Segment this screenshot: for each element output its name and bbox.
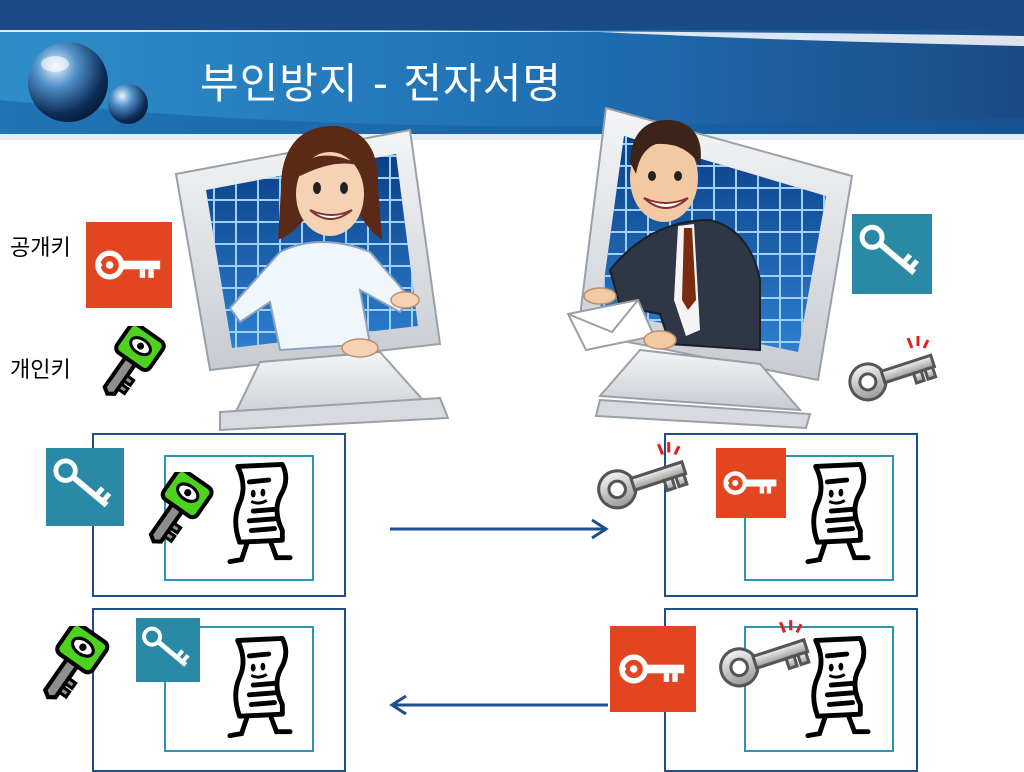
public-key-label: 공개키 — [10, 236, 71, 261]
green-private-key-icon — [34, 626, 118, 710]
man-in-monitor-icon — [566, 106, 854, 430]
slide-title: 부인방지 - 전자서명 — [200, 59, 562, 108]
private-key-label: 개인키 — [10, 358, 71, 383]
green-private-key-icon — [140, 472, 222, 554]
arrow-left — [389, 694, 608, 716]
teal-key-icon — [136, 618, 200, 682]
green-private-key-icon — [94, 326, 169, 406]
document-character-icon — [804, 460, 872, 568]
woman-in-monitor-icon — [174, 125, 450, 432]
teal-key-icon — [852, 214, 932, 294]
silver-key-icon — [714, 618, 814, 688]
globe-logo-icon — [28, 42, 148, 124]
silver-key-icon — [592, 440, 692, 510]
title-banner — [0, 0, 1024, 148]
arrow-right — [390, 518, 609, 540]
document-character-icon — [226, 634, 294, 742]
red-public-key-icon — [610, 626, 696, 712]
red-public-key-icon — [86, 222, 172, 308]
red-public-key-icon — [716, 448, 786, 518]
silver-key-icon — [843, 334, 940, 402]
teal-key-icon — [46, 448, 124, 526]
document-character-icon — [226, 460, 294, 568]
